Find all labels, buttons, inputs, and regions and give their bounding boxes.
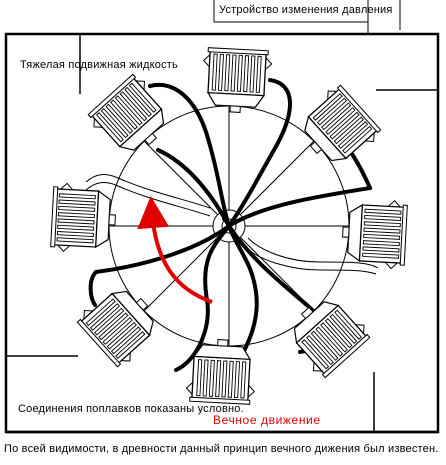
float-chamber <box>50 182 116 253</box>
spoke <box>143 140 230 227</box>
perpetual-motion-label: Вечное движение <box>213 413 321 427</box>
float-chamber <box>342 199 408 270</box>
connecting-tube <box>85 182 211 217</box>
connecting-tube <box>85 174 211 209</box>
rotation-arrow <box>137 196 213 304</box>
connecting-tubes <box>85 174 379 275</box>
float-chamber <box>185 339 256 405</box>
float-chamber <box>76 290 154 368</box>
wheel-spokes <box>109 106 349 346</box>
float-chambers <box>50 47 408 405</box>
caption-text: По всей видимости, в древности данный пр… <box>4 443 439 455</box>
pressure-device-label: Устройство изменения давления <box>219 4 393 16</box>
spoke <box>228 140 315 227</box>
heavy-liquid-label: Тяжелая подвижная жидкость <box>20 59 178 71</box>
connecting-tube <box>247 237 379 269</box>
float-chamber <box>87 73 165 151</box>
float-chamber <box>304 84 382 162</box>
spoke <box>143 225 230 312</box>
float-connections-label: Соединения поплавков показаны условно. <box>18 403 244 415</box>
liquid-tube <box>88 270 98 307</box>
float-chamber <box>293 301 371 379</box>
connecting-tube <box>243 245 377 275</box>
float-chamber <box>202 47 273 113</box>
liquid-tube <box>94 186 372 274</box>
